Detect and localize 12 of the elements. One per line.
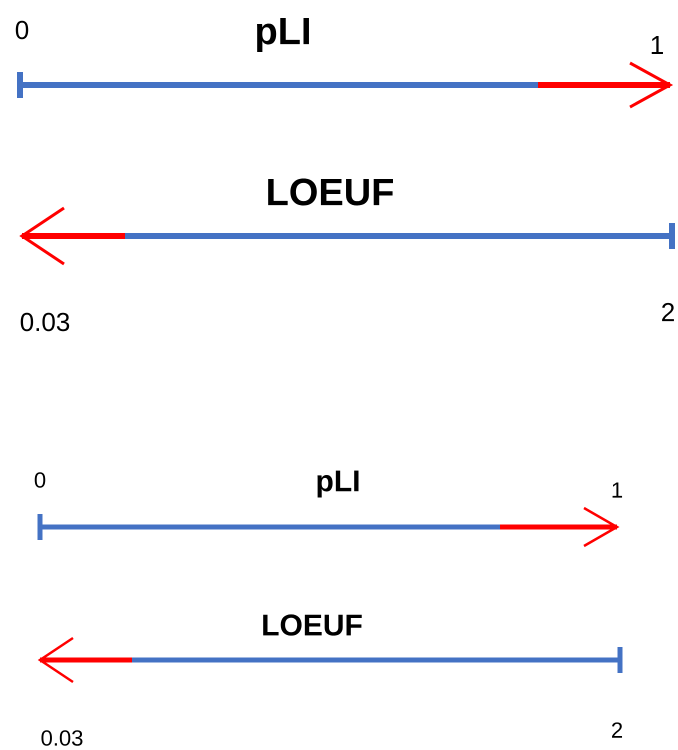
scale-value: 1 (612, 482, 622, 498)
scale-value: 2 (612, 722, 622, 738)
scale-title: LOEUF (268, 178, 393, 206)
scale-value: 0 (16, 20, 28, 40)
scale-value: 0.03 (41, 730, 82, 746)
scale-value: 0.03 (20, 312, 70, 332)
scale-title: pLI (317, 470, 358, 498)
scale-value: 2 (662, 302, 674, 322)
scale-value: 0 (34, 472, 46, 488)
scale-value: 1 (652, 36, 663, 54)
scale-title: pLI (257, 18, 309, 52)
scale-title: LOEUF (263, 614, 362, 636)
